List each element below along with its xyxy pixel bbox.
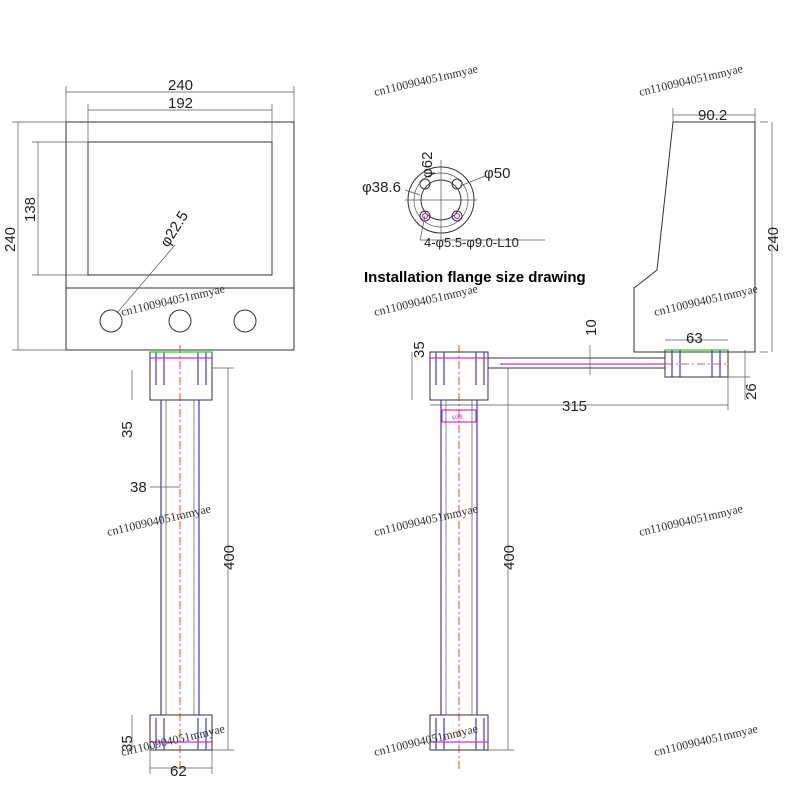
dim-bracket-26: 26	[743, 383, 760, 400]
watermark: cn1100904051mmyae	[638, 61, 745, 99]
side-bracket	[664, 349, 729, 378]
watermark: cn1100904051mmyae	[638, 501, 745, 539]
front-screen	[87, 141, 273, 276]
dim-side-height-240: 240	[765, 227, 782, 252]
dim-front-width-240: 240	[168, 77, 193, 94]
dim-side-flange-35: 35	[411, 341, 428, 358]
watermark: cn1100904051mmyae	[373, 281, 480, 319]
flange-hole-3	[419, 210, 431, 222]
dim-button-dia: φ22.5	[157, 208, 192, 250]
watermark: cn1100904051mmyae	[373, 721, 480, 759]
dim-flange-38-6: φ38.6	[362, 179, 401, 196]
dim-bracket-63: 63	[686, 330, 703, 347]
dim-front-flange-bottom-35: 35	[119, 735, 136, 752]
dim-arm-315: 315	[562, 398, 587, 415]
watermark: cn1100904051mmyae	[653, 281, 760, 319]
watermark: cn1100904051mmyae	[373, 61, 480, 99]
flange-hole-1	[419, 178, 431, 190]
watermark: cn1100904051mmyae	[106, 501, 213, 539]
side-bottom-flange	[429, 714, 489, 751]
dim-flange-50: φ50	[484, 165, 510, 182]
dim-arm-10: 10	[583, 319, 600, 336]
side-housing	[633, 121, 756, 353]
dim-front-height-138: 138	[22, 197, 39, 222]
dim-side-pole-400: 400	[501, 545, 518, 570]
dim-side-top-90-2: 90.2	[698, 107, 727, 124]
side-top-flange	[429, 351, 489, 401]
caption: Installation flange size drawing	[364, 269, 586, 286]
small-label: φ38	[452, 415, 463, 421]
dim-front-height-240: 240	[2, 227, 19, 252]
dim-flange-holes: 4-φ5.5-φ9.0-L10	[424, 235, 519, 250]
front-top-flange	[149, 351, 213, 401]
front-button-2	[168, 309, 192, 333]
front-bottom-flange	[149, 714, 213, 751]
dim-pole-dia-38: 38	[130, 479, 147, 496]
front-view: 240 192 240 138 φ22.5 35 38 400 35 62	[2, 77, 295, 780]
watermark: cn1100904051mmyae	[373, 501, 480, 539]
button-leader	[116, 244, 176, 314]
flange-hole-4	[451, 210, 463, 222]
front-button-1	[99, 309, 123, 333]
dim-flange-62: φ62	[419, 152, 436, 178]
front-button-3	[233, 309, 257, 333]
dim-front-pole-400: 400	[221, 545, 238, 570]
dim-front-width-192: 192	[168, 95, 193, 112]
dim-front-flange-top-35: 35	[119, 421, 136, 438]
side-view: 90.2 240 10 35 63 315 26 400 φ38	[411, 107, 782, 770]
flange-view: φ62 φ38.6 φ50 4-φ5.5-φ9.0-L10	[362, 152, 545, 250]
dim-base-62: 62	[170, 763, 187, 780]
watermark: cn1100904051mmyae	[653, 721, 760, 759]
flange-hole-2	[451, 178, 463, 190]
